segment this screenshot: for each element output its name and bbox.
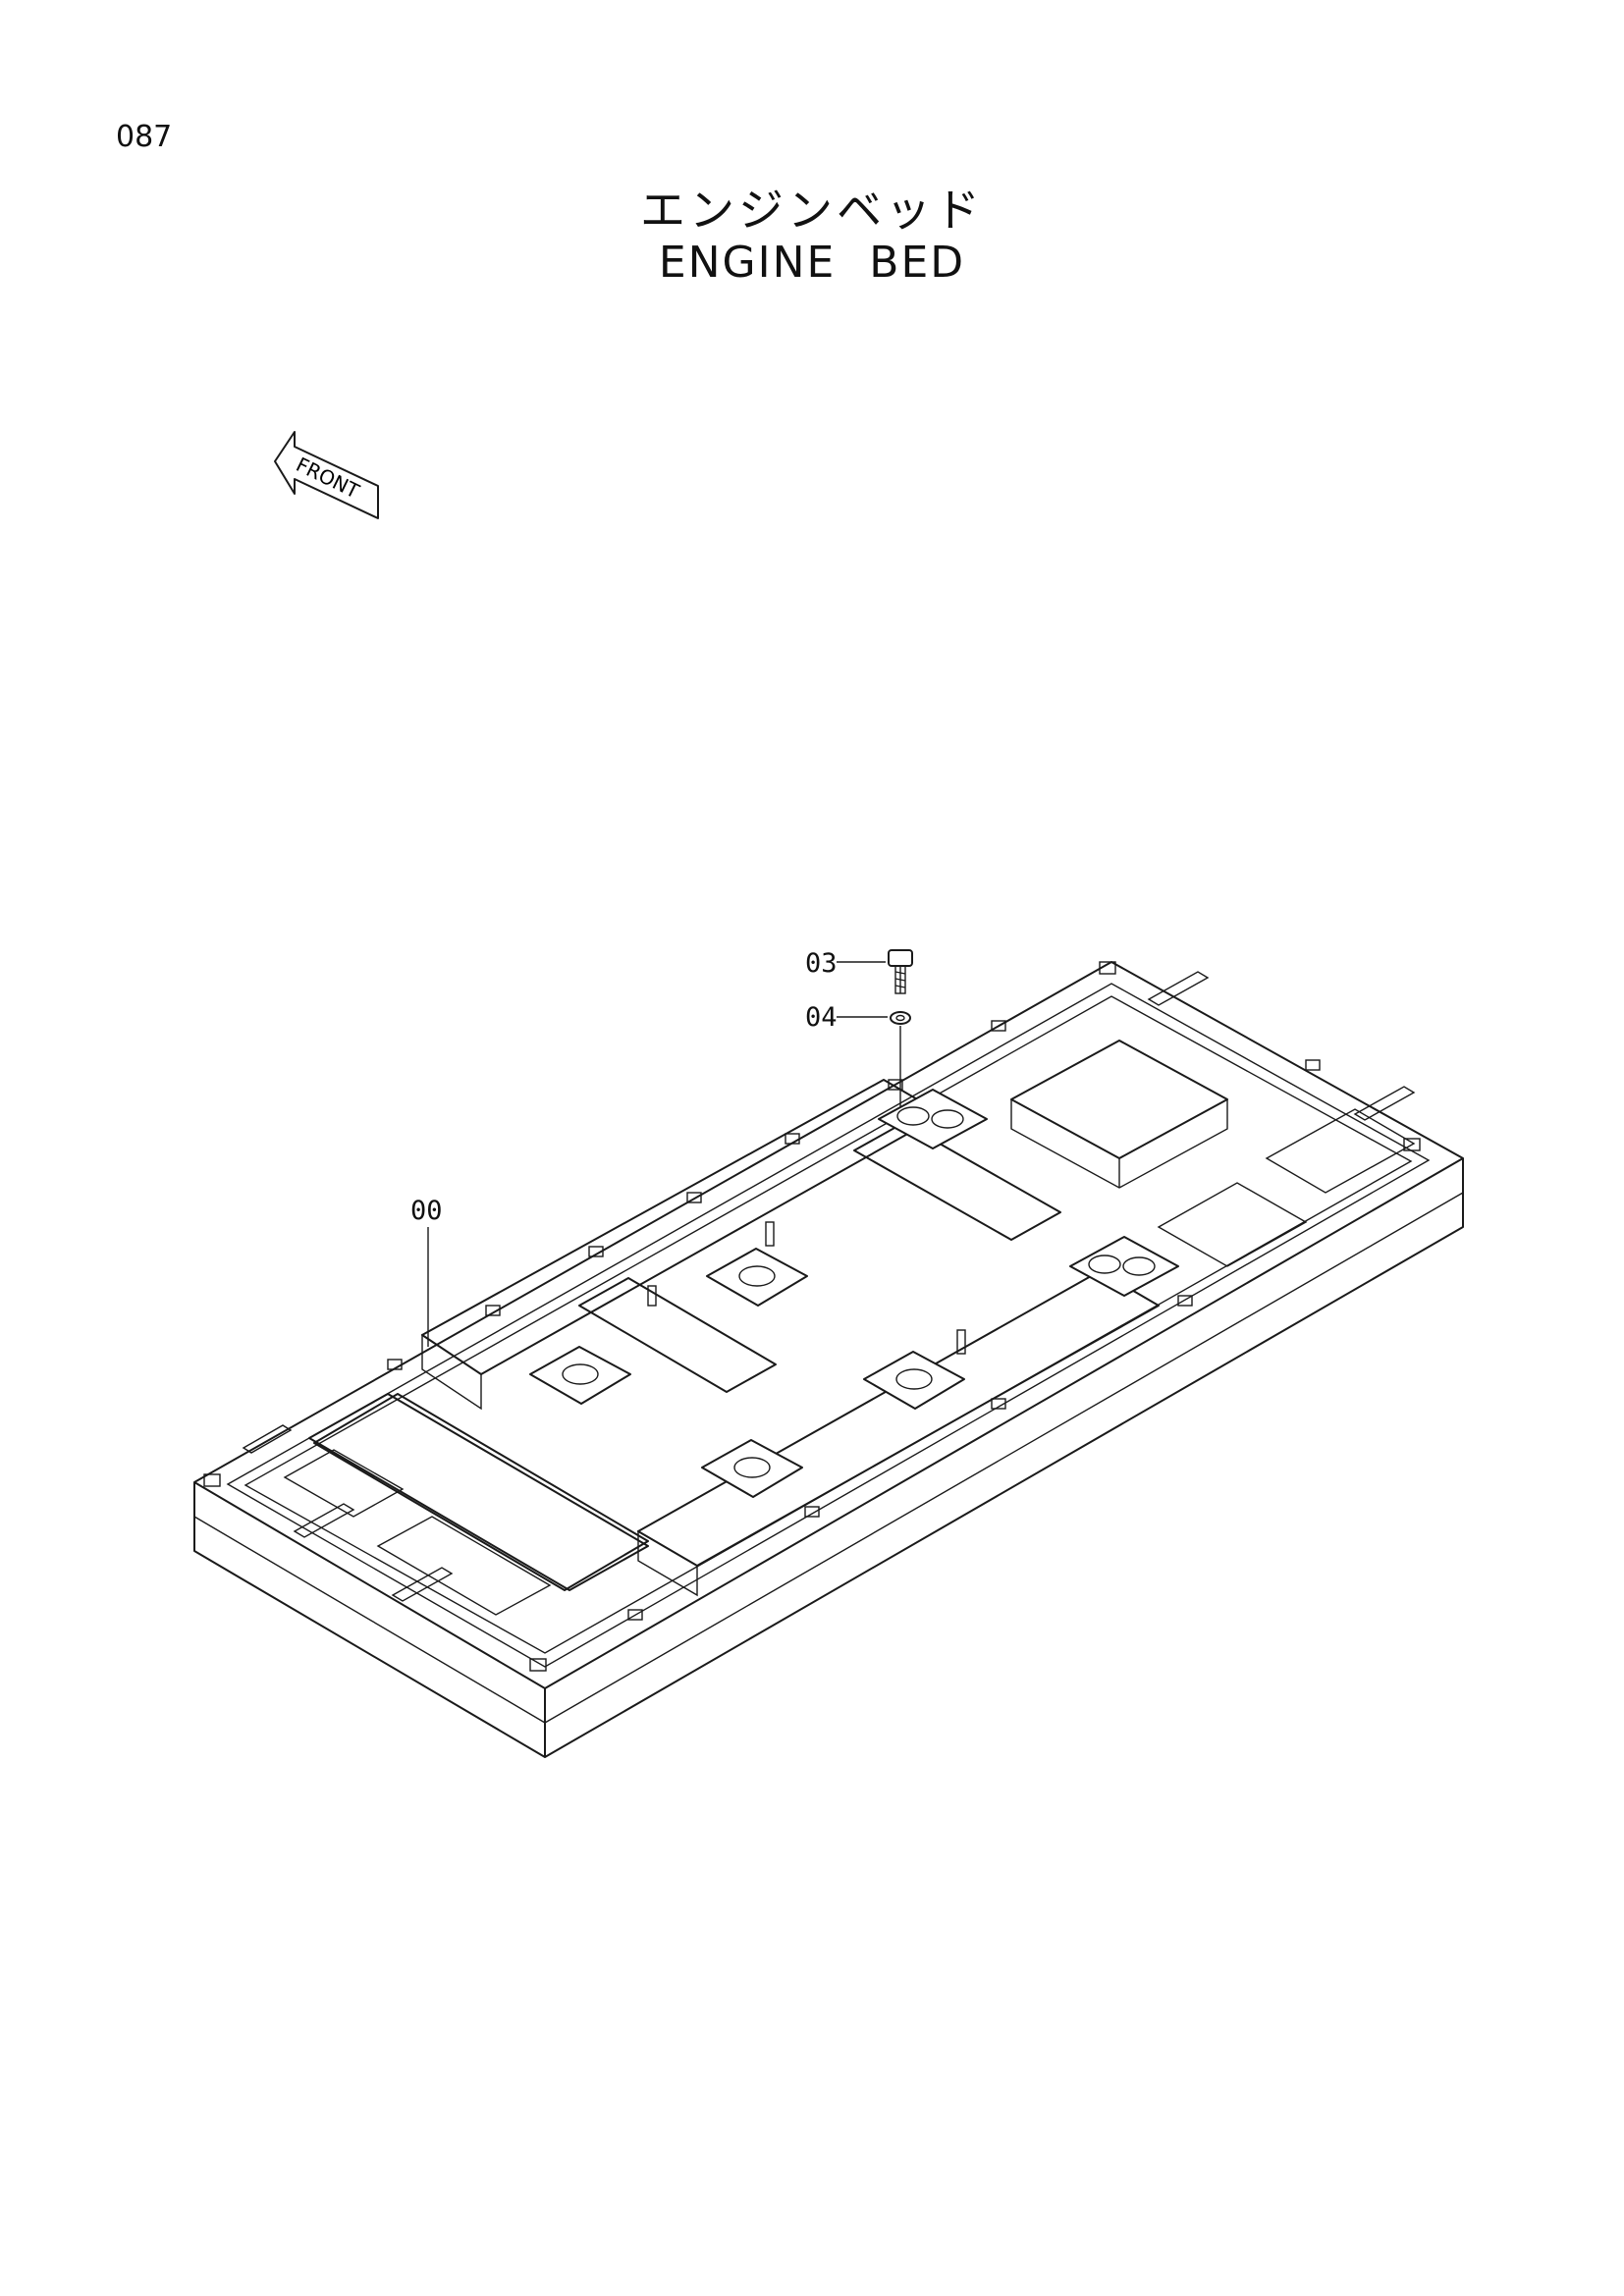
callout-04: 04 (805, 1002, 911, 1119)
callout-03-label: 03 (805, 948, 838, 979)
engine-mount-pad (529, 1346, 631, 1405)
callout-04-label: 04 (805, 1002, 838, 1033)
title-english: ENGINE BED (658, 238, 966, 288)
callout-00-label: 00 (410, 1196, 443, 1226)
front-arrow-icon: FRONT (274, 431, 379, 519)
page-number: 087 (116, 120, 173, 154)
engine-mount-pad (878, 1089, 988, 1149)
engine-mount-pad (701, 1439, 803, 1498)
title-japanese: エンジンベッド (640, 184, 984, 237)
callout-00: 00 (410, 1196, 443, 1347)
engine-mount-pad (1069, 1236, 1179, 1297)
engine-bed-frame (193, 961, 1464, 1758)
bolt-icon (888, 949, 913, 994)
engine-mount-pad (706, 1248, 808, 1307)
washer-icon (890, 1011, 911, 1025)
engine-mount-pad (863, 1351, 965, 1410)
callout-03: 03 (805, 948, 913, 994)
